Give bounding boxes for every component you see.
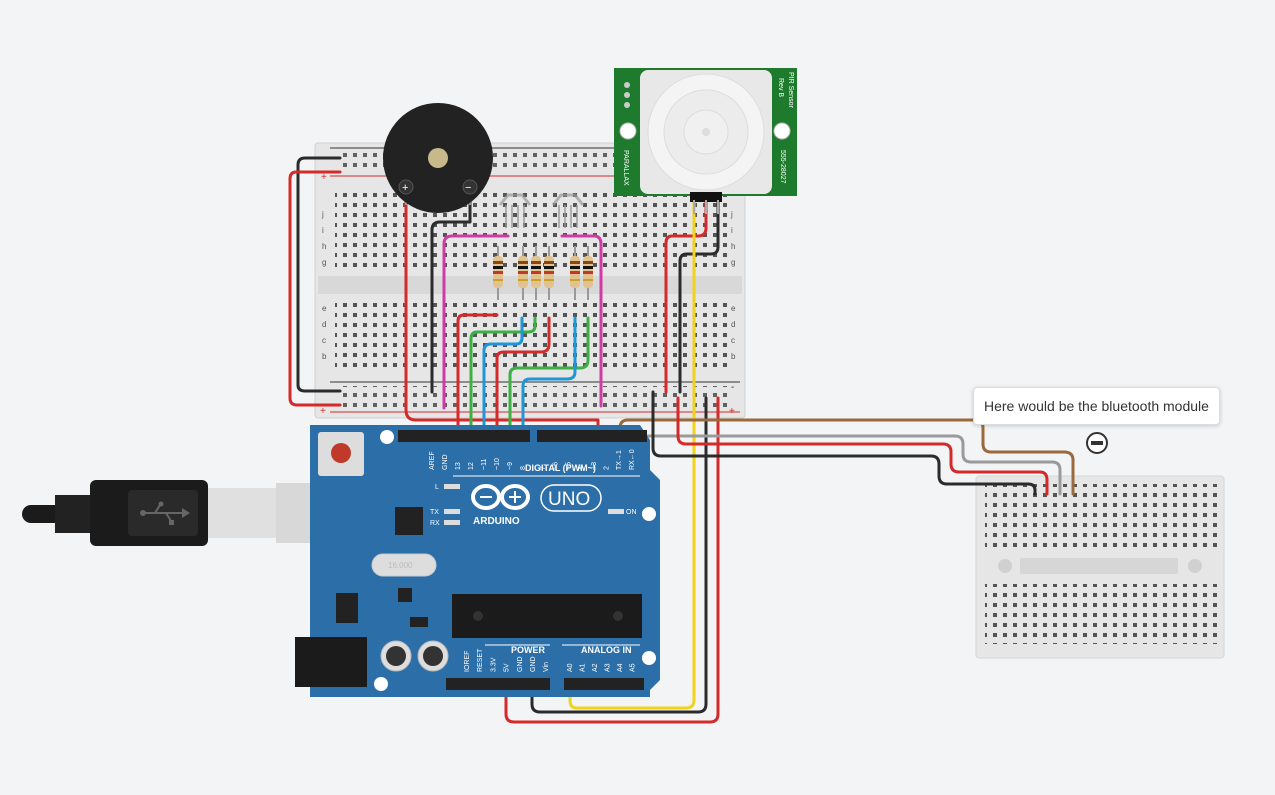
digital-pin-label: AREF	[429, 451, 436, 470]
power-pin-label: 3.3V	[490, 657, 497, 672]
svg-text:c: c	[322, 336, 326, 345]
buzzer-plus-label: +	[402, 182, 408, 194]
pir-maker: PARALLAX	[622, 150, 629, 186]
svg-text:j: j	[730, 210, 733, 219]
power-pin-label: Vin	[543, 662, 550, 672]
analog-pin-label: A4	[617, 663, 624, 672]
digital-header-label: DIGITAL (PWM~)	[525, 463, 596, 473]
wires[interactable]	[288, 156, 1075, 724]
arduino-logo-icon	[471, 484, 530, 510]
svg-text:g: g	[322, 258, 326, 267]
svg-text:h: h	[322, 242, 326, 251]
power-pin-label: IOREF	[464, 651, 471, 672]
svg-text:g: g	[731, 258, 735, 267]
arduino-brand: ARDUINO	[473, 516, 520, 527]
svg-text:d: d	[731, 320, 735, 329]
digital-pin-label: TX→1	[616, 450, 623, 470]
led-tx-label: TX	[430, 509, 439, 516]
pir-sensor[interactable]: PIR Sensor Rev B PARALLAX 555-28027	[614, 68, 797, 214]
power-pin-label: GND	[530, 656, 537, 672]
digital-pin-label: 4	[578, 466, 585, 470]
svg-text:e: e	[322, 304, 327, 313]
power-header-label: POWER	[511, 645, 546, 655]
svg-text:j: j	[321, 210, 324, 219]
analog-pin-label: A3	[605, 663, 612, 672]
digital-pin-label: ~9	[507, 462, 514, 470]
svg-text:b: b	[731, 352, 736, 361]
power-pin-label: 5V	[504, 663, 511, 672]
pir-pin-dots	[624, 82, 630, 108]
digital-pin-label: 7	[540, 466, 547, 470]
analog-header-label: ANALOG IN	[581, 645, 632, 655]
led-rx-label: RX	[430, 520, 440, 527]
svg-text:h: h	[731, 242, 735, 251]
pir-title: PIR Sensor	[787, 72, 794, 108]
buzzer-minus-label: −	[465, 182, 471, 194]
digital-pin-label: ~5	[565, 462, 572, 470]
annotation-tooltip: Here would be the bluetooth module	[973, 387, 1220, 425]
analog-pin-label: A5	[630, 663, 637, 672]
digital-pin-label: GND	[442, 454, 449, 470]
rail-minus-bottom: -	[731, 382, 734, 393]
led-l-label: L	[435, 484, 439, 491]
rgb-led-left[interactable]	[498, 193, 532, 228]
digital-pin-label: 13	[455, 462, 462, 470]
rgb-led-right[interactable]	[551, 193, 585, 228]
arduino-uno[interactable]: 16.000 L TX RX ON UN	[295, 425, 660, 697]
minus-circle-icon[interactable]	[1086, 432, 1108, 454]
svg-text:c: c	[731, 336, 735, 345]
power-pin-label: RESET	[477, 648, 484, 672]
led-on-label: ON	[626, 509, 637, 516]
svg-text:e: e	[731, 304, 736, 313]
digital-pin-label: 2	[604, 466, 611, 470]
piezo-buzzer[interactable]: + −	[383, 103, 493, 213]
power-pin-label: GND	[517, 656, 524, 672]
analog-pin-label: A0	[567, 663, 574, 672]
digital-pin-label: 8	[520, 466, 527, 470]
digital-pin-label: ~10	[494, 458, 501, 470]
rail-plus-left: +	[320, 406, 326, 417]
pir-part: 555-28027	[779, 150, 786, 184]
usb-icon	[140, 501, 190, 525]
svg-text:b: b	[322, 352, 327, 361]
mini-breadboard[interactable]	[975, 475, 1225, 659]
pir-pins	[690, 192, 722, 214]
svg-text:d: d	[322, 320, 326, 329]
rail-plus-bottom: +	[729, 406, 735, 417]
crystal-label: 16.000	[388, 561, 413, 570]
digital-pin-label: ~6	[553, 462, 560, 470]
svg-text:i: i	[322, 226, 324, 235]
rail-plus-top: +	[321, 172, 327, 183]
pir-rev: Rev B	[777, 78, 784, 97]
analog-pin-label: A2	[592, 663, 599, 672]
arduino-model: UNO	[548, 489, 590, 510]
digital-pin-label: 12	[468, 462, 475, 470]
digital-pin-label: RX←0	[629, 449, 636, 470]
digital-pin-label: ~11	[481, 459, 488, 470]
svg-text:i: i	[731, 226, 733, 235]
digital-pin-label: ~3	[591, 462, 598, 470]
resistors[interactable]	[493, 245, 594, 301]
analog-pin-label: A1	[580, 663, 587, 672]
pin-labels: AREF GND 13 12 ~11 ~10 ~9 8 7 ~6 ~5 4 ~3 2 TX→1 RX←0IOR…	[429, 449, 637, 672]
annotation-text: Here would be the bluetooth module	[984, 398, 1209, 414]
